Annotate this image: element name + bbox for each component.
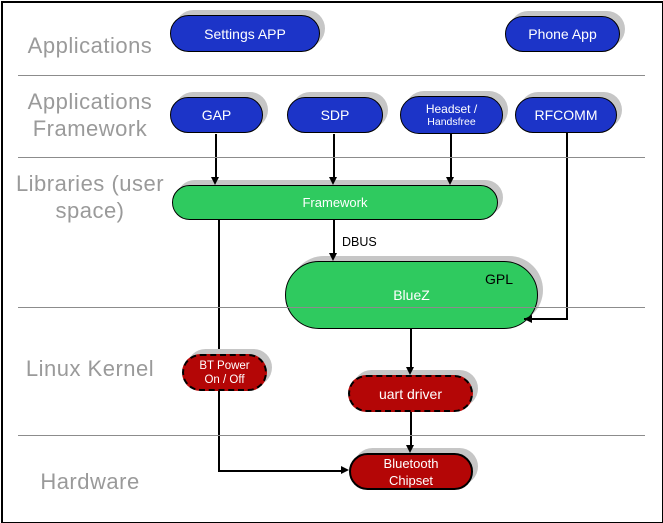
node-bluetooth-chipset: Bluetooth Chipset: [349, 453, 473, 490]
arrowhead-framework-bluez: [329, 253, 337, 261]
layer-label-libraries: Libraries (user space): [5, 170, 175, 224]
edge-sdp-framework: [333, 134, 335, 179]
edge-framework-chipset-vertical: [218, 220, 220, 472]
layer-label-line: Framework: [32, 116, 148, 141]
node-label-line: BlueZ: [393, 287, 430, 303]
node-label-line: Chipset: [388, 472, 434, 488]
node-gap: GAP: [170, 97, 263, 133]
node-label-line: BT Power: [199, 359, 250, 372]
node-bluez: BlueZ GPL: [285, 261, 538, 329]
node-framework: Framework: [172, 185, 498, 220]
node-label-line: Headset /: [425, 102, 478, 116]
edge-uart-chipset: [410, 412, 412, 446]
edge-rfcomm-bluez-vertical: [566, 133, 568, 320]
divider-applications: [18, 75, 645, 76]
arrowhead-bluez-uart: [406, 367, 414, 375]
edge-framework-bluez: [333, 220, 335, 254]
arrowhead-headset-framework: [446, 177, 454, 185]
node-sdp: SDP: [287, 97, 383, 133]
layer-label-line: Applications: [27, 89, 153, 114]
layer-label-line: Libraries: [15, 171, 105, 196]
arrowhead-rfcomm-bluez: [524, 315, 532, 323]
edge-bluez-uart: [410, 328, 412, 368]
node-label-line: Handsfree: [427, 116, 476, 128]
divider-libraries: [18, 307, 645, 308]
node-label-line: On / Off: [204, 373, 245, 386]
arrowhead-framework-chipset: [341, 466, 349, 474]
node-phone-app: Phone App: [505, 16, 620, 52]
layer-label-linux-kernel: Linux Kernel: [25, 356, 155, 381]
node-label-line: Bluetooth: [383, 455, 439, 471]
arrowhead-gap-framework: [211, 177, 219, 185]
node-bt-power: BT Power On / Off: [182, 354, 267, 391]
layer-label-hardware: Hardware: [40, 469, 140, 494]
gpl-tag: GPL: [484, 271, 513, 287]
node-settings-app: Settings APP: [170, 15, 320, 52]
layer-label-applications: Applications: [27, 33, 153, 58]
node-uart-driver: uart driver: [348, 375, 473, 412]
divider-kernel: [18, 435, 645, 436]
edge-gap-framework: [215, 134, 217, 179]
dbus-label: DBUS: [342, 235, 377, 249]
arrowhead-uart-chipset: [406, 445, 414, 453]
layer-label-line: (user space): [55, 171, 165, 223]
node-headset-handsfree: Headset / Handsfree: [400, 96, 503, 134]
edge-headset-framework: [450, 134, 452, 179]
edge-rfcomm-bluez-horizontal: [524, 318, 568, 320]
layer-label-applications-framework: Applications Framework: [5, 88, 175, 142]
edge-framework-chipset-horizontal: [218, 470, 342, 472]
divider-app-framework: [18, 157, 645, 158]
arrowhead-sdp-framework: [329, 177, 337, 185]
node-rfcomm: RFCOMM: [515, 97, 617, 133]
